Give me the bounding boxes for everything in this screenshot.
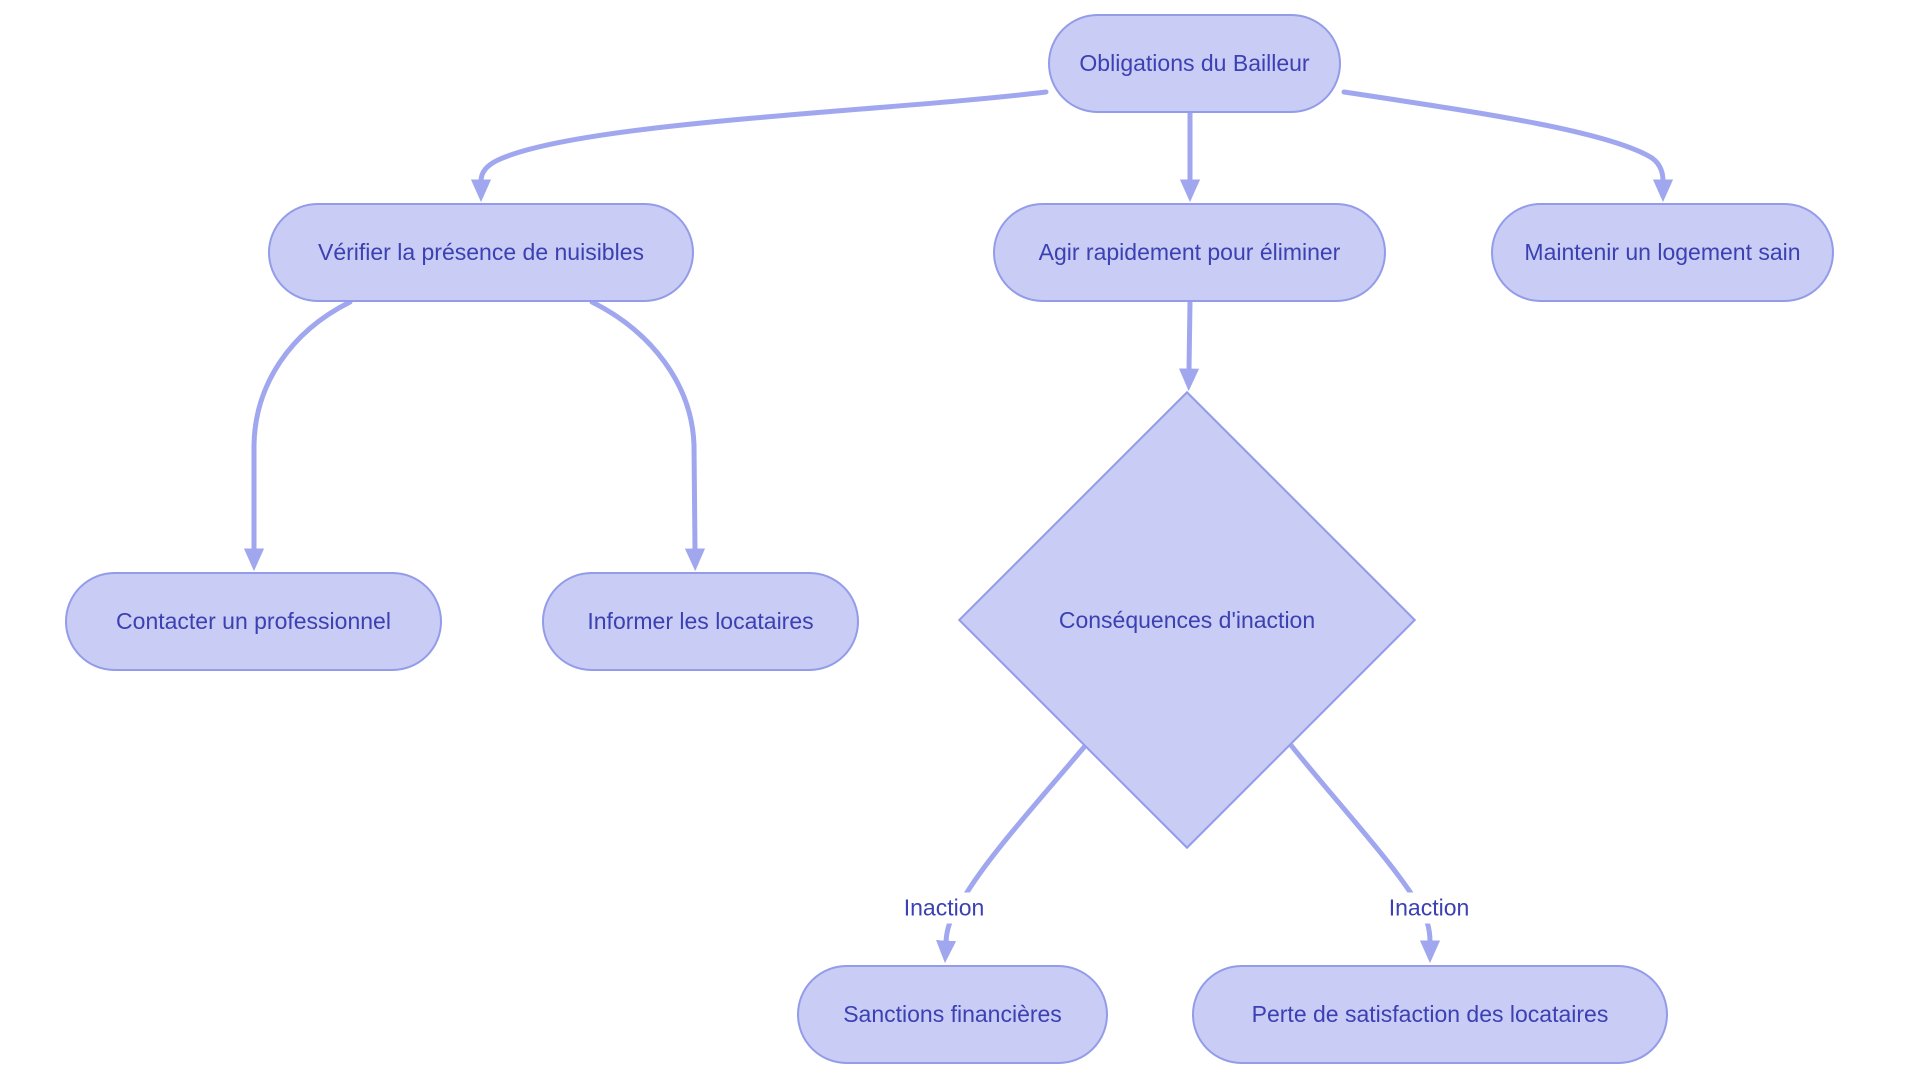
node-consequences-inaction: Conséquences d'inaction <box>957 390 1417 850</box>
node-label: Contacter un professionnel <box>116 608 391 634</box>
node-label: Sanctions financières <box>843 1001 1062 1027</box>
edge-label-inaction-left: Inaction <box>897 892 991 924</box>
node-label: Perte de satisfaction des locataires <box>1251 1001 1609 1027</box>
node-label: Agir rapidement pour éliminer <box>1038 239 1341 265</box>
node-obligations-du-bailleur: Obligations du Bailleur <box>1048 14 1341 113</box>
edge-root-to-maintenir <box>1341 89 1674 203</box>
node-agir-rapidement: Agir rapidement pour éliminer <box>993 203 1386 302</box>
edge-agir-to-consequences <box>1178 299 1200 392</box>
edge-label-inaction-right: Inaction <box>1382 892 1476 924</box>
node-verifier-presence-nuisibles: Vérifier la présence de nuisibles <box>268 203 694 302</box>
node-label: Conséquences d'inaction <box>1058 606 1316 633</box>
node-perte-satisfaction: Perte de satisfaction des locataires <box>1192 965 1668 1064</box>
node-label: Obligations du Bailleur <box>1079 50 1310 76</box>
edge-root-to-verifier <box>470 89 1049 203</box>
node-informer-locataires: Informer les locataires <box>542 572 859 671</box>
node-sanctions-financieres: Sanctions financières <box>797 965 1108 1064</box>
node-label: Vérifier la présence de nuisibles <box>317 239 644 265</box>
edge-verifier-to-contacter <box>243 299 353 572</box>
node-label: Maintenir un logement sain <box>1524 239 1801 265</box>
node-label: Informer les locataires <box>587 608 814 634</box>
edge-verifier-to-informer <box>589 299 706 572</box>
node-maintenir-logement-sain: Maintenir un logement sain <box>1491 203 1834 302</box>
node-contacter-professionnel: Contacter un professionnel <box>65 572 442 671</box>
